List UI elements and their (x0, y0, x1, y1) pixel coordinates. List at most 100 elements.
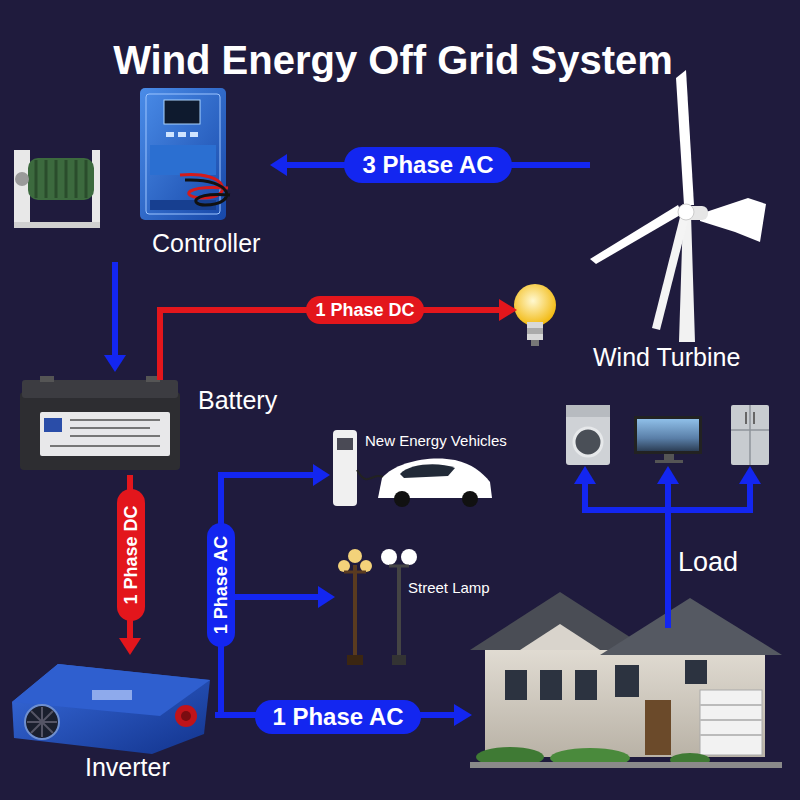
house-illustration-part (470, 762, 782, 768)
street-lamp-illustration-part (389, 565, 409, 568)
battery-illustration-part (40, 376, 54, 382)
arrow-head (119, 638, 141, 655)
inverter-illustration-part (27, 707, 57, 737)
house-illustration (470, 592, 782, 768)
load-wires (574, 466, 761, 628)
connector-line (112, 262, 118, 357)
appliance-illustration-part (574, 428, 602, 456)
wind-turbine-illustration-part (676, 70, 694, 205)
illustrated-node: Inverter (5, 655, 215, 790)
load-wires-part (574, 466, 596, 484)
arrow-head (270, 154, 287, 176)
appliance-illustration-part (637, 419, 699, 451)
light-bulb-illustration-part (514, 284, 556, 326)
inverter-illustration-part (25, 705, 59, 739)
dc-wire-to-bulb (160, 299, 517, 380)
inverter-illustration-part (175, 705, 197, 727)
flow-connector (104, 262, 126, 372)
load-wires-part (657, 466, 679, 484)
resistor-illustration-part (28, 158, 94, 200)
controller-illustration-part (150, 145, 216, 175)
arrow-head (318, 586, 335, 608)
controller-illustration (140, 88, 230, 220)
house-illustration-part (600, 598, 782, 655)
light-bulb-illustration-part (531, 340, 539, 346)
controller-illustration-part (166, 132, 174, 137)
diagram-title: Wind Energy Off Grid System (0, 36, 786, 84)
street-lamp-illustration-part (381, 549, 397, 565)
controller-illustration-part (178, 132, 186, 137)
dc-wire-to-bulb-part (499, 299, 517, 321)
house-illustration-part (540, 670, 562, 700)
street-lamp-illustration-part (338, 560, 350, 572)
ev-charger-illustration-part (357, 470, 385, 479)
node-label: Wind Turbine (593, 343, 740, 372)
light-bulb-illustration-part (527, 328, 543, 334)
street-lamp-illustration-part (397, 565, 401, 665)
street-lamp-illustration-part (344, 571, 366, 574)
house-illustration-part (700, 690, 762, 755)
flow-connector (270, 154, 590, 176)
house-illustration-part (645, 700, 671, 755)
appliance-illustration-part (745, 412, 747, 424)
street-lamp-illustration-part (401, 549, 417, 565)
wind-turbine-illustration-part (652, 217, 688, 330)
illustrated-node: Controller (5, 85, 270, 262)
wind-turbine-illustration (590, 70, 766, 342)
node-label: New Energy Vehicles (365, 432, 507, 449)
light-bulb-illustration-part (527, 334, 543, 340)
resistor-illustration-part (14, 150, 30, 222)
controller-illustration-part (164, 100, 200, 124)
resistor-illustration-part (15, 172, 29, 186)
edge-label: 1 Phase DC (117, 489, 145, 621)
controller-illustration-part (185, 180, 230, 205)
inverter-illustration (12, 664, 210, 754)
wire-label: 1 Phase AC (255, 700, 421, 734)
street-lamp-illustration-part (348, 549, 362, 563)
illustrated-node: Street Lamp (335, 540, 500, 670)
ev-charger-illustration-part (333, 430, 357, 506)
house-illustration-part (485, 645, 765, 757)
street-lamp-illustration-part (392, 655, 406, 665)
ac-wire-to-house-part (221, 712, 455, 718)
illustrated-node: New Energy Vehicles (330, 425, 520, 510)
house-illustration-part (505, 670, 527, 700)
flow-connector (215, 464, 330, 715)
connector-line (215, 475, 315, 715)
inverter-illustration-part (181, 711, 191, 721)
light-bulb-illustration-part (527, 322, 543, 328)
edge-label: 1 Phase AC (207, 523, 235, 647)
connector-line (215, 597, 320, 715)
connector-line (127, 475, 133, 640)
flow-connector (215, 586, 335, 715)
house-illustration-part (685, 660, 707, 684)
node-label: Inverter (85, 753, 170, 782)
ev-charger-illustration-part (462, 491, 478, 507)
wind-turbine-illustration-part (678, 204, 694, 220)
node-label: Street Lamp (408, 579, 490, 596)
edge-label: 3 Phase AC (344, 147, 512, 183)
ac-wire-to-house (221, 704, 472, 726)
ev-charger-illustration-part (400, 464, 455, 478)
appliance-illustration-part (655, 460, 683, 463)
connector-line (285, 162, 590, 168)
resistor-illustration-part (36, 160, 86, 198)
wind-turbine-illustration-part (700, 198, 766, 242)
controller-illustration-part (140, 88, 226, 220)
controller-illustration-part (190, 132, 198, 137)
battery-illustration-part (44, 418, 62, 432)
load-wires-part (739, 466, 761, 484)
node-label: Battery (198, 386, 277, 415)
appliance-illustration-part (664, 454, 674, 460)
ev-charger-illustration-part (337, 438, 353, 450)
node-label: Controller (152, 229, 260, 258)
resistor-illustration (14, 150, 100, 228)
flow-label: Load (678, 547, 738, 578)
wind-turbine-illustration-part (590, 205, 682, 264)
battery-illustration-part (40, 412, 170, 456)
appliance-illustration-part (566, 405, 610, 417)
ev-charger-illustration-part (394, 491, 410, 507)
